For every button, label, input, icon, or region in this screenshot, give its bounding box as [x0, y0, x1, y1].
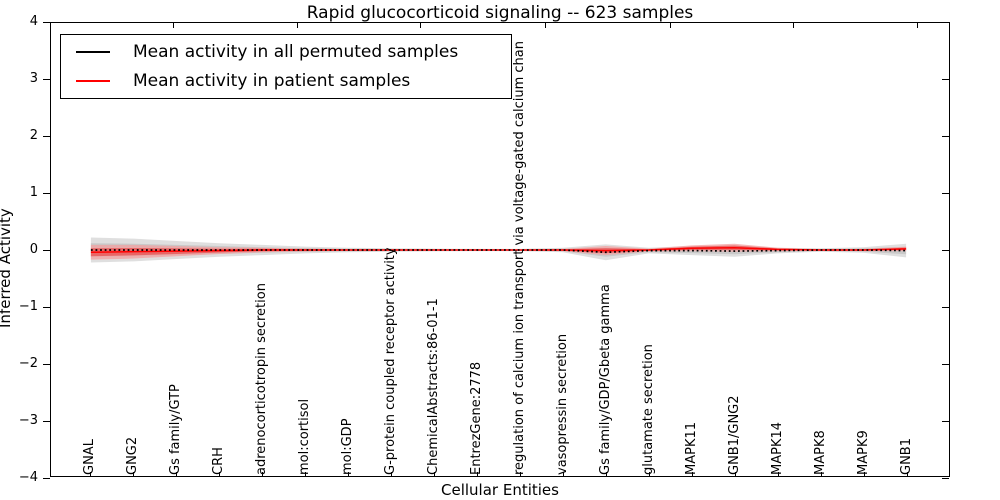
chart-canvas: [90, 237, 907, 263]
x-tick-bottom: [649, 472, 650, 476]
x-tick-top: [420, 23, 421, 28]
x-tick-bottom: [434, 472, 435, 476]
x-tick-bottom: [348, 472, 349, 476]
x-tick-top: [670, 23, 671, 28]
y-tick-left: [43, 364, 50, 365]
x-tick-top: [917, 23, 918, 28]
y-tick-right: [942, 364, 949, 365]
x-tick-bottom: [133, 472, 134, 476]
y-tick-right: [942, 250, 949, 251]
y-tick-label: 0: [29, 242, 38, 257]
x-category-label: Gs family/GDP/Gbeta gamma: [598, 284, 613, 475]
x-category-label: CRH: [211, 447, 226, 475]
legend: Mean activity in all permuted samples Me…: [60, 34, 512, 99]
y-tick-label: 2: [29, 128, 38, 143]
x-category-label: EntrezGene:2778: [469, 361, 484, 475]
x-category-label: G-protein coupled receptor activity: [383, 247, 398, 475]
y-tick-left: [43, 250, 50, 251]
y-tick-right: [942, 22, 949, 23]
x-category-label: vasopressin secretion: [555, 333, 570, 475]
y-tick-label: 4: [29, 14, 38, 29]
x-category-label: MAPK9: [856, 430, 871, 475]
y-tick-left: [43, 421, 50, 422]
x-tick-bottom: [520, 472, 521, 476]
x-category-label: ChemicalAbstracts:86-01-1: [426, 298, 441, 475]
x-tick-bottom: [391, 472, 392, 476]
x-category-label: adrenocorticotropin secretion: [254, 283, 269, 475]
y-tick-label: −3: [18, 413, 38, 428]
legend-label-permuted: Mean activity in all permuted samples: [133, 42, 459, 62]
y-tick-right: [942, 79, 949, 80]
x-category-label: glutamate secretion: [641, 344, 656, 475]
y-tick-right: [942, 307, 949, 308]
legend-label-patient: Mean activity in patient samples: [133, 71, 411, 91]
legend-item-permuted: Mean activity in all permuted samples: [61, 38, 511, 67]
x-category-label: MAPK14: [770, 421, 785, 475]
x-tick-bottom: [305, 472, 306, 476]
x-tick-bottom: [821, 472, 822, 476]
y-tick-label: −2: [18, 356, 38, 371]
x-tick-bottom: [778, 472, 779, 476]
x-tick-bottom: [735, 472, 736, 476]
x-tick-bottom: [864, 472, 865, 476]
x-category-label: GNG2: [125, 436, 140, 475]
x-category-label: MAPK8: [813, 430, 828, 475]
permuted-mean-line: [90, 249, 907, 254]
x-tick-bottom: [477, 472, 478, 476]
x-category-label: mol:GDP: [340, 418, 355, 475]
x-tick-bottom: [563, 472, 564, 476]
x-category-label: GNAL: [82, 439, 97, 475]
legend-item-patient: Mean activity in patient samples: [61, 67, 511, 96]
x-tick-bottom: [692, 472, 693, 476]
x-tick-bottom: [90, 472, 91, 476]
x-category-label: regulation of calcium ion transport via …: [512, 41, 527, 475]
x-tick-bottom: [606, 472, 607, 476]
x-tick-bottom: [907, 472, 908, 476]
y-tick-left: [43, 478, 50, 479]
y-tick-left: [43, 22, 50, 23]
y-tick-label: 1: [29, 185, 38, 200]
y-tick-left: [43, 307, 50, 308]
chart-title: Rapid glucocorticoid signaling -- 623 sa…: [306, 3, 694, 23]
x-category-label: MAPK11: [684, 421, 699, 475]
y-tick-left: [43, 79, 50, 80]
y-tick-right: [942, 421, 949, 422]
x-tick-bottom: [176, 472, 177, 476]
y-tick-right: [942, 136, 949, 137]
patient-line-swatch: [76, 80, 110, 82]
x-axis-label: Cellular Entities: [441, 481, 559, 499]
x-tick-bottom: [262, 472, 263, 476]
y-tick-label: 3: [29, 71, 38, 86]
y-tick-left: [43, 193, 50, 194]
y-tick-right: [942, 478, 949, 479]
y-tick-label: −4: [18, 470, 38, 485]
patient-mean-line: [90, 246, 907, 254]
permuted-line-swatch: [76, 51, 110, 53]
x-category-label: GNB1: [899, 438, 914, 475]
y-tick-right: [942, 193, 949, 194]
x-category-label: GNB1/GNG2: [727, 395, 742, 475]
x-tick-bottom: [219, 472, 220, 476]
x-tick-top: [545, 23, 546, 28]
y-tick-label: −1: [18, 299, 38, 314]
x-tick-top: [793, 23, 794, 28]
x-tick-top: [173, 23, 174, 28]
y-tick-left: [43, 136, 50, 137]
x-category-label: mol:cortisol: [297, 398, 312, 475]
x-category-label: Gs family/GTP: [168, 384, 183, 475]
x-tick-top: [297, 23, 298, 28]
